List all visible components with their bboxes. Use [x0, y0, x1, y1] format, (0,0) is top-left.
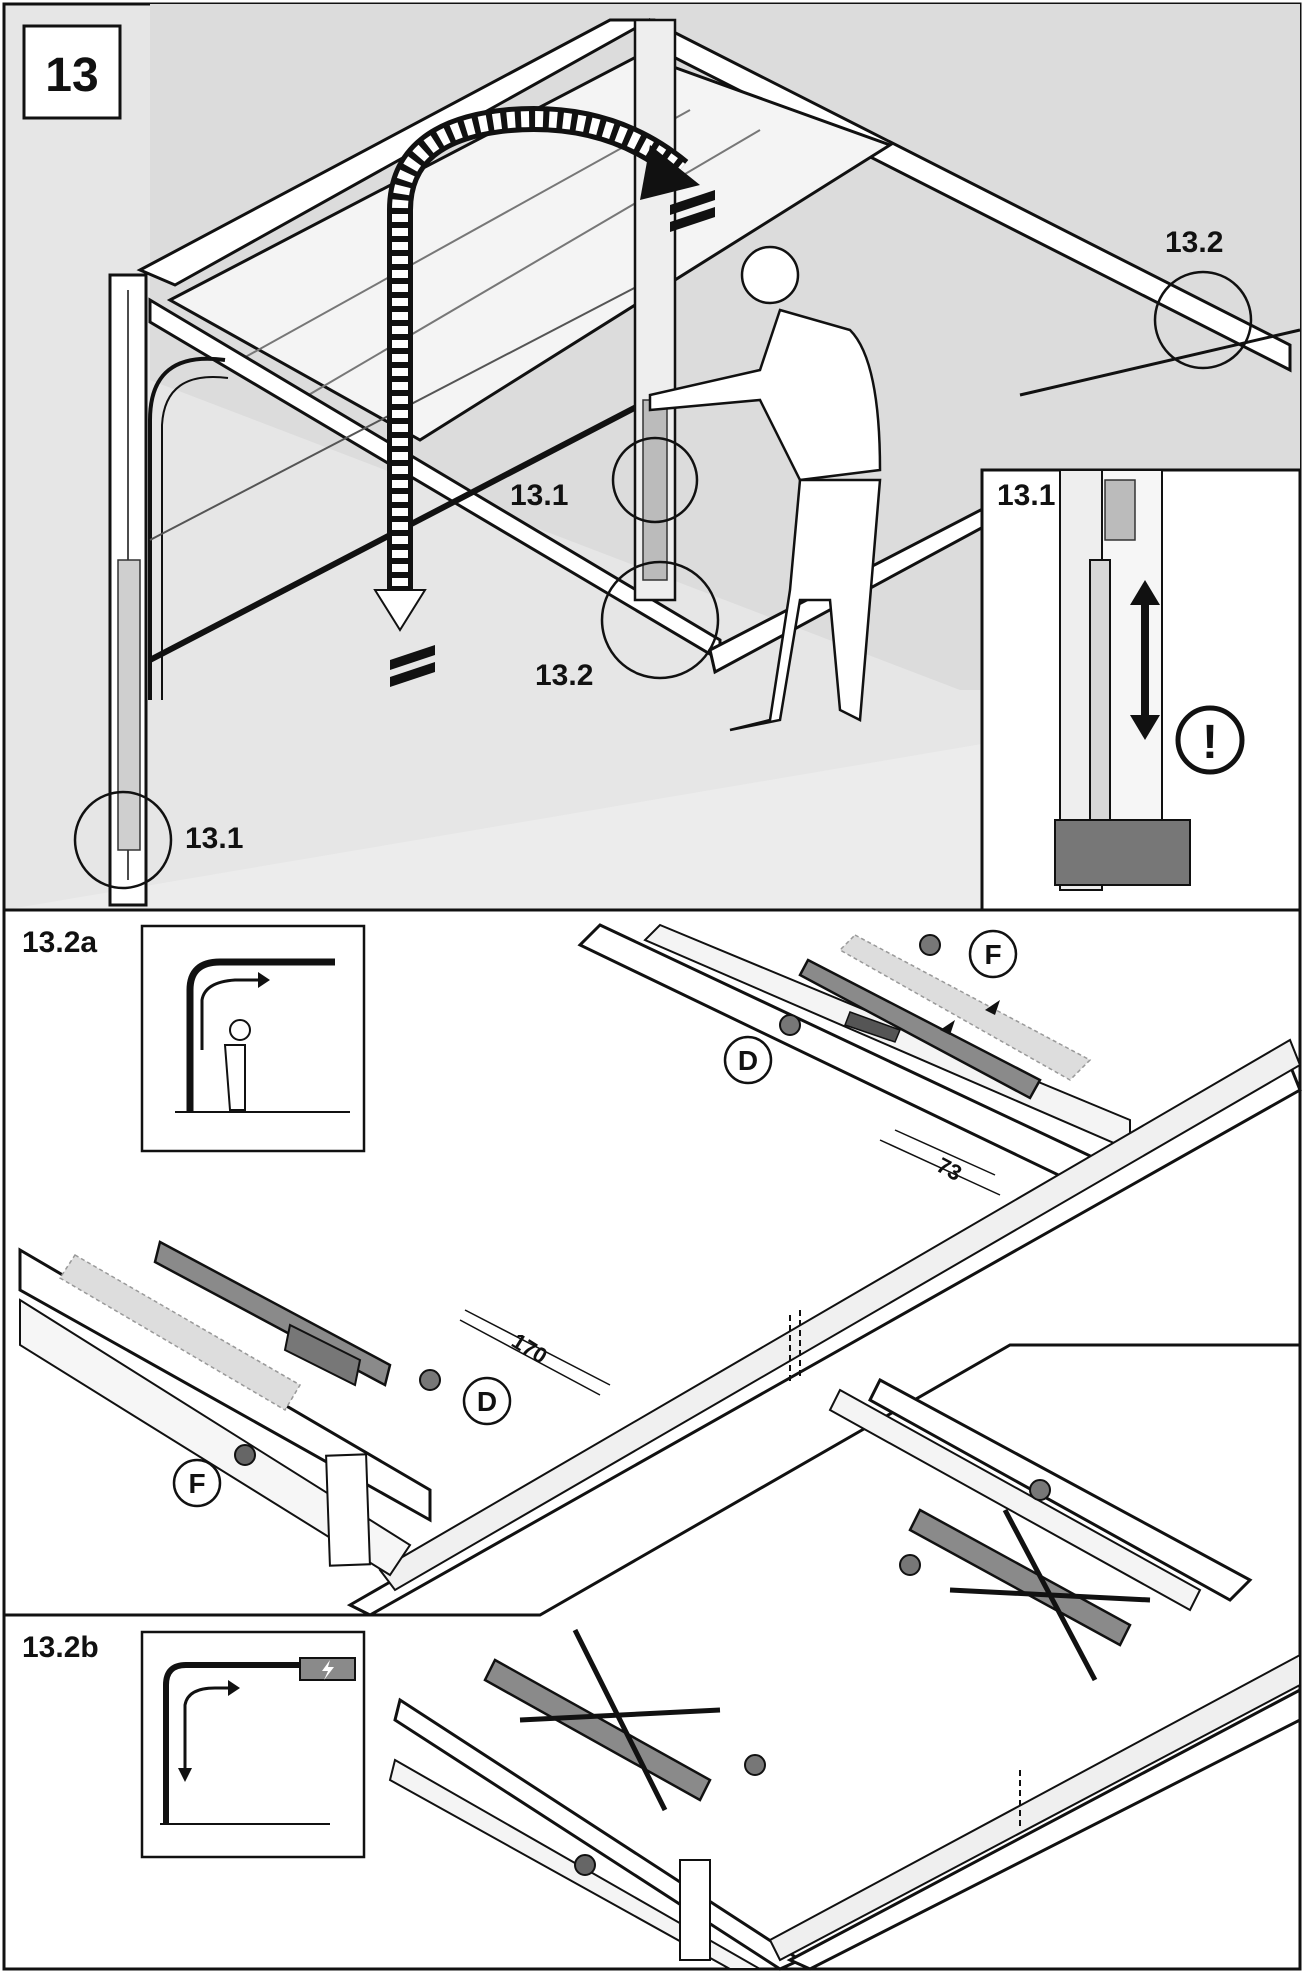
- section-13-2b: 13.2b: [2, 1343, 1302, 1971]
- step-number: 13: [45, 49, 98, 102]
- exclamation-warning-icon: !: [1175, 705, 1245, 775]
- callout-13-1-lower: 13.1: [185, 822, 243, 855]
- mini-diagram-b: [140, 1630, 366, 1859]
- bracket-wrong-left: [483, 1658, 712, 1802]
- part-f-upper-label: F: [968, 929, 1018, 979]
- svg-text:D: D: [738, 1045, 758, 1076]
- part-d-lower-label: D: [462, 1376, 512, 1426]
- inset-label: 13.1: [997, 479, 1055, 512]
- detail-inset-13-1: 13.1 !: [980, 468, 1302, 912]
- parallel-symbol: [390, 190, 715, 687]
- section-b-label: 13.2b: [22, 1631, 99, 1664]
- bracket-wrong-right: [908, 1508, 1132, 1647]
- ghost-part-lower: [58, 1253, 302, 1412]
- cross-out-icon: [519, 1508, 1151, 1812]
- lightning-icon: [322, 1660, 334, 1680]
- svg-text:D: D: [477, 1386, 497, 1417]
- part-f-lower-label: F: [172, 1458, 222, 1508]
- part-d-upper-label: D: [723, 1035, 773, 1085]
- callout-13-1: 13.1: [510, 479, 568, 512]
- callout-13-2-left: 13.2: [535, 659, 593, 692]
- ghost-part-upper: [838, 934, 1092, 1081]
- svg-text:F: F: [984, 939, 1001, 970]
- step-number-box: [22, 24, 122, 120]
- person-figure: [648, 245, 882, 732]
- callout-13-2-right: 13.2: [1165, 226, 1223, 259]
- mini-diagram-a: [140, 924, 366, 1153]
- curved-arrow-icon: [373, 106, 700, 632]
- section-a-label: 13.2a: [22, 926, 97, 959]
- warning-symbol: !: [1202, 716, 1218, 769]
- svg-text:F: F: [188, 1468, 205, 1499]
- bracket-upper: [798, 958, 1042, 1100]
- top-panel: 13.2 13.1 13.2 13.1 13.1 ! 13: [2, 2, 1302, 912]
